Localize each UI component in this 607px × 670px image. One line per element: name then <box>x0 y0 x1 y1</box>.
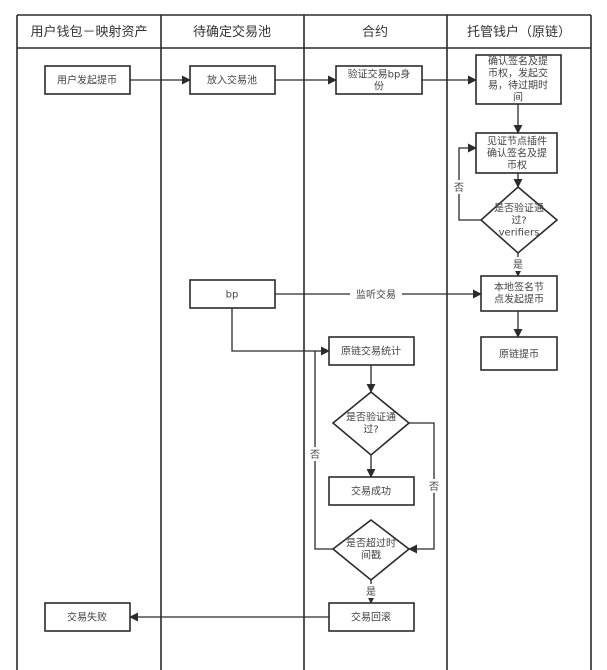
lane-title-user-wallet: 用户钱包－映射资产 <box>30 24 147 40</box>
node-label-line: 间戳 <box>361 549 381 562</box>
edge-label-bg <box>427 479 441 493</box>
lane-title-pending-pool: 待确定交易池 <box>193 24 271 40</box>
edge-label-verify-no: 否 <box>429 481 439 493</box>
edge-label-bg <box>452 180 466 194</box>
edge-label-timeout-no: 否 <box>310 449 320 461</box>
node-label-line: bp <box>226 290 239 301</box>
edge-label-bg <box>364 584 378 598</box>
node-origin-withdraw[interactable]: 原链提币 <box>480 336 558 371</box>
node-bp[interactable]: bp <box>189 279 276 309</box>
edge-label-verifiers-no: 否 <box>454 182 464 194</box>
node-label-line: 是否验证通 <box>494 202 544 215</box>
edge-bp-to-stats <box>231 308 330 356</box>
node-label-line: 币权，发起交 <box>488 67 548 80</box>
node-label-line: 放入交易池 <box>207 74 257 87</box>
edge-label-bg <box>350 287 402 301</box>
node-label-line: 易，待过期时 <box>488 79 548 92</box>
node-origin-stats[interactable]: 原链交易统计 <box>328 336 415 366</box>
node-label-line: verifiers <box>499 228 540 239</box>
node-label-line: 币权 <box>507 159 527 172</box>
node-put-pool[interactable]: 放入交易池 <box>189 65 276 95</box>
node-label-line: 过? <box>363 423 378 436</box>
node-label-line: 用户发起提币 <box>57 74 117 87</box>
node-tx-rollback[interactable]: 交易回滚 <box>328 602 415 632</box>
node-label-line: 交易失败 <box>67 611 107 624</box>
lane-title-contract: 合约 <box>362 25 388 40</box>
node-label-line: 交易回滚 <box>351 611 391 624</box>
node-tx-success[interactable]: 交易成功 <box>328 476 415 506</box>
edge-label-verifiers-yes: 是 <box>513 259 523 271</box>
node-tx-failed[interactable]: 交易失败 <box>44 602 131 632</box>
edges <box>129 75 523 622</box>
node-label-line: 验证交易bp身 <box>348 68 411 81</box>
node-label-line: 过? <box>511 214 526 227</box>
node-label-line: 原链交易统计 <box>341 345 401 358</box>
node-label-line: 见证节点插件 <box>487 135 547 148</box>
edge-label-timeout-yes: 是 <box>366 586 376 598</box>
swimlane-frame <box>16 14 592 670</box>
node-user-withdraw[interactable]: 用户发起提币 <box>44 65 131 95</box>
lane-title-custody-account: 托管钱户（原链） <box>467 24 571 40</box>
edge-timeout-no-loop <box>314 351 333 550</box>
node-label-line: 本地签名节 <box>494 281 544 294</box>
node-label-line: 是否超过时 <box>346 537 396 550</box>
edge-label-bg <box>308 447 322 461</box>
edge-label-listen: 监听交易 <box>356 288 396 301</box>
node-label-line: 交易成功 <box>351 485 391 498</box>
node-label-line: 是否验证通 <box>346 411 396 424</box>
node-label-line: 原链提币 <box>499 348 539 361</box>
node-label-line: 确认签名及提 <box>487 147 547 160</box>
edge-label-bg <box>511 257 525 271</box>
node-label-line: 份 <box>374 81 384 93</box>
node-label-line: 确认签名及提 <box>488 55 548 68</box>
node-label-line: 间 <box>513 91 523 104</box>
node-label-line: 点发起提币 <box>494 293 544 306</box>
